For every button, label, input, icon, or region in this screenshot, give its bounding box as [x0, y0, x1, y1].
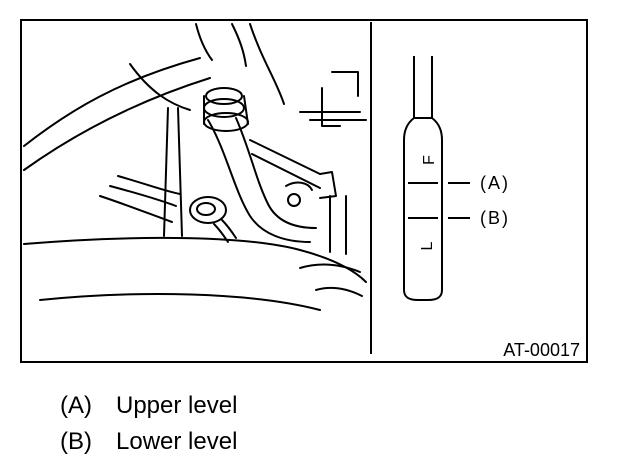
legend-key: (A): [60, 392, 92, 419]
legend-text: Lower level: [116, 428, 238, 455]
low-mark-label: L: [419, 241, 436, 250]
callout-a-label: (A): [480, 173, 510, 193]
dipstick-diagram: F L (A) (B) AT-00017: [20, 19, 588, 363]
legend-item-lower-level: (B) Lower level: [60, 428, 237, 456]
engine-bay-drawing: [23, 23, 367, 311]
dipstick-gauge: [403, 56, 470, 301]
figure-code: AT-00017: [503, 340, 580, 360]
full-mark-label: F: [421, 155, 438, 165]
legend-item-upper-level: (A) Upper level: [60, 392, 237, 420]
callout-b-label: (B): [480, 208, 510, 228]
legend-key: (B): [60, 428, 92, 455]
legend-text: Upper level: [116, 392, 238, 419]
figure-frame: [20, 19, 588, 363]
